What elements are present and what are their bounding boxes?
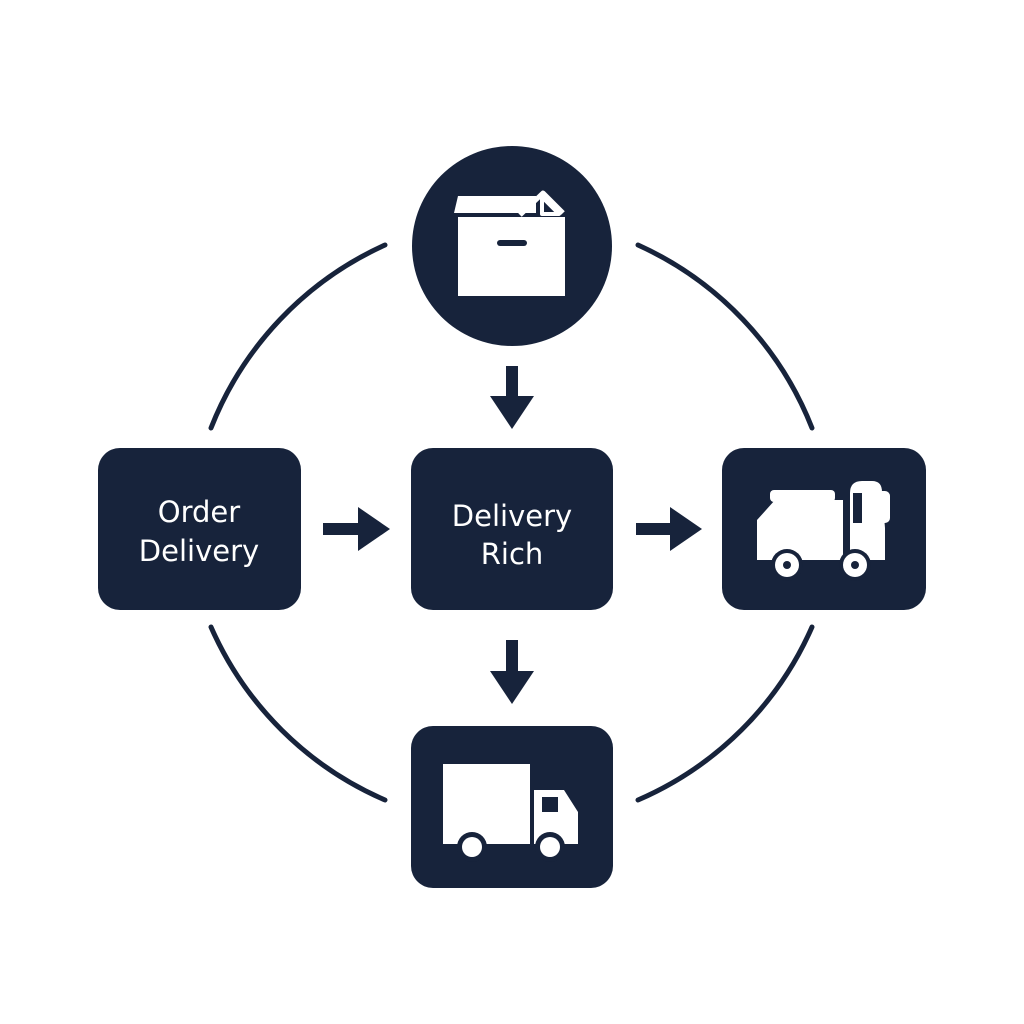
arrow-left-to-center <box>323 507 390 551</box>
node-top <box>412 146 612 346</box>
node-center-box <box>411 448 613 610</box>
node-center: Delivery Rich <box>411 448 613 610</box>
arc-bottom-left <box>208 624 388 803</box>
cycle-arcs <box>208 242 815 803</box>
node-bottom <box>411 726 613 888</box>
arc-top-left <box>208 242 388 431</box>
arrow-top-to-center <box>490 366 534 429</box>
node-center-label-line1: Delivery <box>452 499 572 533</box>
node-right <box>722 448 926 610</box>
node-left-box <box>98 448 301 610</box>
arc-bottom-right <box>635 624 815 803</box>
node-left-label-line2: Delivery <box>139 534 259 568</box>
arc-top-right <box>635 242 815 431</box>
delivery-cart-icon <box>757 481 890 581</box>
node-center-label-line2: Rich <box>481 537 544 571</box>
truck-icon <box>443 764 578 862</box>
arrow-center-to-bottom <box>490 640 534 704</box>
node-left: Order Delivery <box>98 448 301 610</box>
arrow-center-to-right <box>636 507 702 551</box>
box-icon <box>454 190 565 296</box>
node-left-label-line1: Order <box>158 495 240 529</box>
